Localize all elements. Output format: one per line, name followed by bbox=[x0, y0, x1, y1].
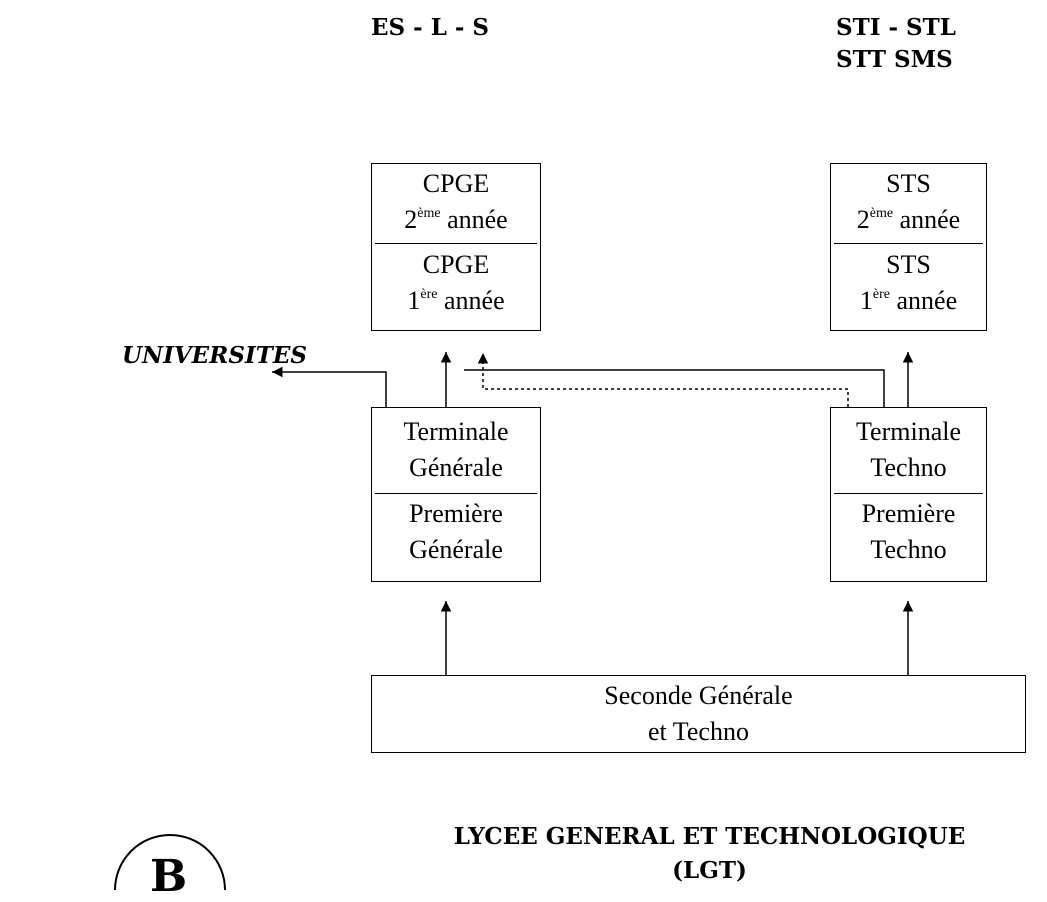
sts-box: STS 2ème année STS 1ère année bbox=[830, 163, 987, 331]
sts-1st-year-title: STS bbox=[886, 250, 931, 279]
terminale-generale: Terminale Générale bbox=[372, 414, 540, 486]
arrow-techno-to-universites bbox=[464, 369, 885, 407]
cpge-divider bbox=[375, 243, 537, 244]
terminale-techno-line2: Techno bbox=[870, 453, 947, 482]
seconde-line2: et Techno bbox=[648, 717, 749, 746]
techno-divider bbox=[834, 493, 983, 494]
terminale-generale-line2: Générale bbox=[409, 453, 503, 482]
premiere-techno-line2: Techno bbox=[870, 535, 947, 564]
premiere-techno: Première Techno bbox=[831, 496, 986, 568]
terminale-techno-line1: Terminale bbox=[855, 417, 961, 446]
header-general-series: ES - L - S bbox=[371, 14, 490, 41]
seconde-text: Seconde Générale et Techno bbox=[372, 678, 1025, 750]
premiere-generale-line1: Première bbox=[409, 499, 503, 528]
techno-box: Terminale Techno Première Techno bbox=[830, 407, 987, 582]
seconde-box: Seconde Générale et Techno bbox=[371, 675, 1026, 753]
cpge-1st-year-title: CPGE bbox=[422, 250, 490, 279]
lycee-title-line2: (LGT) bbox=[672, 857, 747, 884]
generale-box: Terminale Générale Première Générale bbox=[371, 407, 541, 582]
sts-2nd-year-label: 2ème année bbox=[856, 205, 961, 234]
sts-1st-year-label: 1ère année bbox=[859, 286, 958, 315]
terminale-generale-line1: Terminale bbox=[403, 417, 509, 446]
universites-label: UNIVERSITES bbox=[122, 342, 307, 369]
logo-circle bbox=[114, 834, 226, 890]
generale-divider bbox=[375, 493, 537, 494]
header-techno-series-line2: STT SMS bbox=[836, 46, 953, 73]
premiere-generale-line2: Générale bbox=[409, 535, 503, 564]
cpge-2nd-year: CPGE 2ème année bbox=[372, 166, 540, 238]
header-techno-series: STI - STL STT SMS bbox=[836, 12, 956, 76]
cpge-2nd-year-label: 2ème année bbox=[404, 205, 508, 234]
cpge-1st-year: CPGE 1ère année bbox=[372, 247, 540, 319]
terminale-techno: Terminale Techno bbox=[831, 414, 986, 486]
sts-1st-year: STS 1ère année bbox=[831, 247, 986, 319]
seconde-line1: Seconde Générale bbox=[604, 681, 793, 710]
sts-divider bbox=[834, 243, 983, 244]
logo-letter: B bbox=[150, 851, 188, 902]
header-techno-series-line1: STI - STL bbox=[836, 14, 956, 41]
lycee-title: LYCEE GENERAL ET TECHNOLOGIQUE (LGT) bbox=[372, 820, 1047, 888]
arrow-generale-to-universites bbox=[272, 366, 387, 407]
sts-2nd-year: STS 2ème année bbox=[831, 166, 986, 238]
premiere-techno-line1: Première bbox=[861, 499, 956, 528]
cpge-box: CPGE 2ème année CPGE 1ère année bbox=[371, 163, 541, 331]
cpge-2nd-year-title: CPGE bbox=[422, 169, 490, 198]
premiere-generale: Première Générale bbox=[372, 496, 540, 568]
sts-2nd-year-title: STS bbox=[886, 169, 931, 198]
lycee-title-line1: LYCEE GENERAL ET TECHNOLOGIQUE bbox=[453, 823, 966, 850]
arrow-techno-to-cpge-dotted bbox=[477, 353, 849, 407]
cpge-1st-year-label: 1ère année bbox=[407, 286, 505, 315]
